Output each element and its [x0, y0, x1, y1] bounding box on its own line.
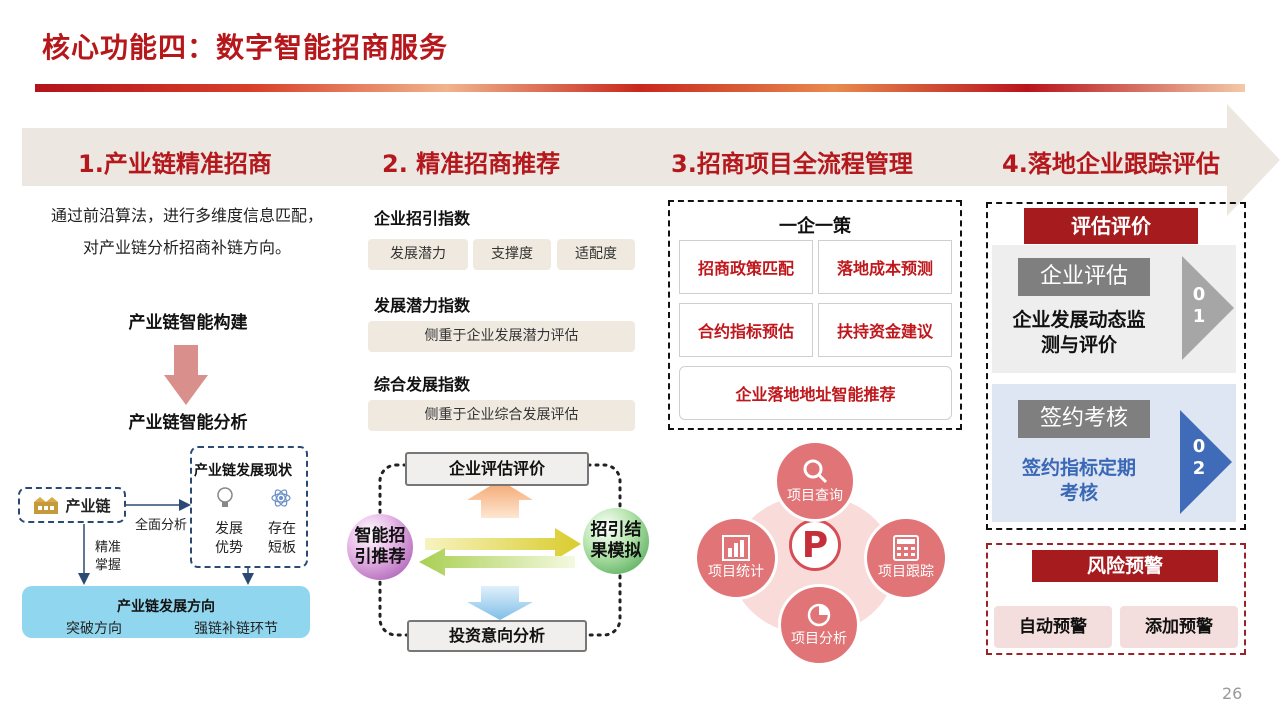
chain-status-title: 产业链发展现状	[194, 460, 314, 480]
weakness-label: 存在 短板	[264, 520, 300, 558]
col1-intro: 通过前沿算法，进行多维度信息匹配， 对产业链分析招商补链方向。	[22, 200, 352, 264]
project-stats-label: 项目统计	[708, 561, 764, 581]
enterprise-eval-desc: 企业发展动态监 测与评价	[996, 308, 1162, 358]
page-title: 核心功能四：数字智能招商服务	[42, 26, 448, 66]
chain-direction-title: 产业链发展方向	[22, 596, 310, 616]
evaluation-banner: 评估评价	[1024, 208, 1198, 244]
breakthrough-label: 突破方向	[66, 618, 122, 638]
step-3-label: 3.招商项目全流程管理	[671, 144, 913, 179]
potential-index-desc: 侧重于企业发展潜力评估	[368, 321, 635, 352]
eval-number-1: 0 1	[1188, 284, 1210, 328]
cycle-right-circle: 招引结 果模拟	[583, 508, 649, 574]
intro-line-1: 通过前沿算法，进行多维度信息匹配，	[22, 200, 352, 232]
address-recommend-cell: 企业落地地址智能推荐	[679, 366, 952, 420]
lightbulb-icon	[216, 487, 234, 509]
project-query-label: 项目查询	[787, 485, 843, 505]
project-analysis-label: 项目分析	[791, 628, 847, 648]
sign-assessment-desc: 签约指标定期 考核	[1002, 456, 1156, 506]
step-1-label: 1.产业链精准招商	[78, 144, 272, 179]
down-arrow-icon	[164, 345, 208, 405]
calculator-icon	[892, 535, 920, 561]
attract-index-title: 企业招引指数	[374, 205, 470, 229]
project-analysis-circle[interactable]: 项目分析	[778, 584, 860, 666]
composite-index-title: 综合发展指数	[374, 371, 470, 395]
fund-advice-cell: 扶持资金建议	[818, 303, 952, 357]
policy-box-title: 一企一策	[668, 212, 962, 238]
title-decor-band	[35, 84, 1245, 92]
cycle-bottom-box: 投资意向分析	[407, 620, 587, 652]
project-track-circle[interactable]: 项目跟踪	[864, 516, 948, 600]
add-warning-button[interactable]: 添加预警	[1120, 606, 1238, 648]
cycle-left-circle: 智能招 引推荐	[347, 514, 413, 580]
center-p-letter: P	[802, 525, 828, 566]
step-4-label: 4.落地企业跟踪评估	[1002, 144, 1220, 179]
pill-support: 支撑度	[473, 239, 551, 270]
eval-number-2: 0 2	[1188, 436, 1210, 480]
pill-potential: 发展潜力	[368, 239, 468, 270]
advantage-label: 发展 优势	[211, 520, 247, 558]
bar-chart-icon	[722, 535, 750, 561]
chain-build-label: 产业链智能构建	[98, 308, 278, 333]
risk-banner: 风险预警	[1032, 550, 1218, 582]
full-analysis-label: 全面分析	[135, 514, 187, 533]
sign-assessment-tag: 签约考核	[1018, 400, 1150, 438]
precise-label: 精准 掌握	[95, 539, 127, 575]
policy-match-cell: 招商政策匹配	[679, 240, 813, 294]
chain-analysis-label: 产业链智能分析	[98, 408, 278, 433]
step-2-label: 2. 精准招商推荐	[382, 144, 560, 179]
pill-fit: 适配度	[557, 239, 635, 270]
project-track-label: 项目跟踪	[878, 561, 934, 581]
pie-chart-icon	[806, 602, 832, 628]
composite-index-desc: 侧重于企业综合发展评估	[368, 400, 635, 431]
cost-forecast-cell: 落地成本预测	[818, 240, 952, 294]
intro-line-2: 对产业链分析招商补链方向。	[22, 232, 352, 264]
page-number: 26	[1222, 684, 1242, 703]
potential-index-title: 发展潜力指数	[374, 292, 470, 316]
project-stats-circle[interactable]: 项目统计	[694, 516, 778, 600]
center-p-circle: P	[789, 519, 841, 571]
search-icon	[801, 457, 829, 485]
project-query-circle[interactable]: 项目查询	[774, 440, 856, 522]
auto-warning-button[interactable]: 自动预警	[994, 606, 1112, 648]
cycle-top-box: 企业评估评价	[405, 452, 589, 486]
atom-icon	[270, 487, 292, 509]
strengthen-label: 强链补链环节	[194, 618, 278, 638]
contract-estimate-cell: 合约指标预估	[679, 303, 813, 357]
enterprise-eval-tag: 企业评估	[1018, 258, 1150, 296]
